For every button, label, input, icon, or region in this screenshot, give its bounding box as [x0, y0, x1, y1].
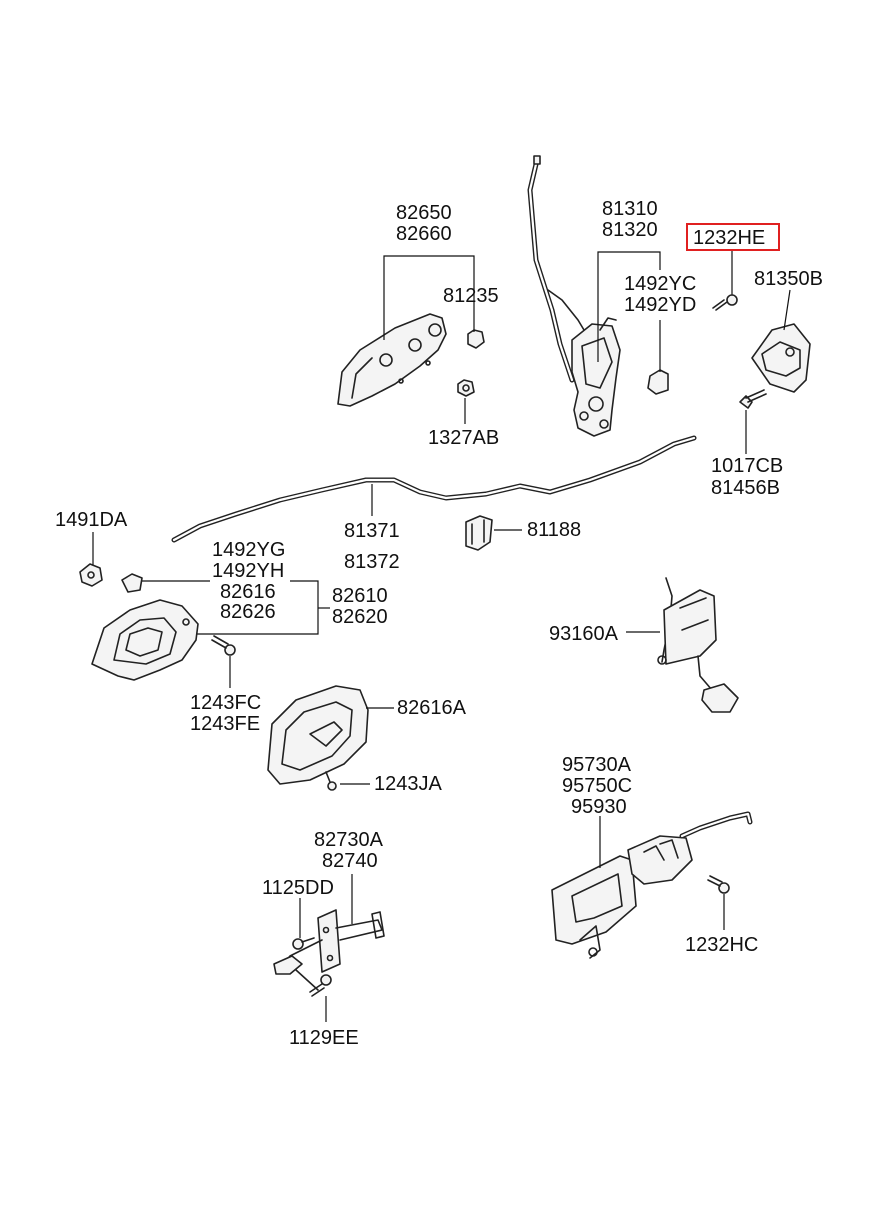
- label-1327AB: 1327AB: [428, 427, 499, 449]
- label-81310: 81310: [602, 198, 658, 220]
- label-82616: 82616: [220, 581, 276, 603]
- label-82616A: 82616A: [397, 697, 467, 719]
- label-93160A: 93160A: [549, 623, 619, 645]
- bolt-1125DD-drawing: [292, 937, 315, 950]
- label-1492YG: 1492YG: [212, 539, 285, 561]
- screw-1243FC-drawing: [211, 635, 236, 656]
- bolt-1129EE-drawing: [309, 974, 332, 997]
- label-82740: 82740: [322, 850, 378, 872]
- door-checker-drawing: [273, 909, 385, 991]
- leader-82650: [383, 255, 475, 340]
- label-1017CB: 1017CB: [711, 455, 783, 477]
- screw-1232HC-drawing: [707, 875, 730, 894]
- label-95930: 95930: [571, 796, 627, 818]
- label-1243FE: 1243FE: [190, 713, 260, 735]
- label-82626: 82626: [220, 601, 276, 623]
- label-1492YD: 1492YD: [624, 294, 696, 316]
- actuator-93160A-drawing: [657, 577, 739, 713]
- label-95750C: 95750C: [562, 775, 632, 797]
- bolt-81235-drawing: [467, 329, 485, 349]
- label-1129EE: 1129EE: [289, 1027, 359, 1049]
- inside-handle-housing-drawing: [91, 599, 199, 681]
- label-1125DD: 1125DD: [262, 877, 334, 899]
- label-1232HC: 1232HC: [685, 934, 758, 956]
- handle-bezel-drawing: [267, 685, 369, 785]
- label-82620: 82620: [332, 606, 388, 628]
- label-82650: 82650: [396, 202, 452, 224]
- label-81456B: 81456B: [711, 477, 780, 499]
- label-82730A: 82730A: [314, 829, 384, 851]
- label-81371: 81371: [344, 520, 400, 542]
- label-1492YC: 1492YC: [624, 273, 696, 295]
- grommet-1491DA-drawing: [79, 563, 103, 587]
- label-81372: 81372: [344, 551, 400, 573]
- label-81350B: 81350B: [754, 268, 823, 290]
- door-latch-drawing: [571, 317, 621, 437]
- label-1492YH: 1492YH: [212, 560, 284, 582]
- label-81188: 81188: [527, 519, 581, 541]
- screw-1017CB-drawing: [739, 389, 767, 409]
- long-rod-drawing: [171, 435, 697, 543]
- label-1243JA: 1243JA: [374, 773, 442, 795]
- label-95730A: 95730A: [562, 754, 632, 776]
- screw-1232HE-drawing: [712, 294, 738, 311]
- clip-1492YC-drawing: [647, 369, 669, 395]
- screw-1243JA-drawing: [325, 771, 337, 791]
- label-81235: 81235: [443, 285, 499, 307]
- label-82660: 82660: [396, 223, 452, 245]
- label-1243FC: 1243FC: [190, 692, 261, 714]
- outside-handle-drawing: [337, 313, 447, 407]
- label-81320: 81320: [602, 219, 658, 241]
- striker-drawing: [751, 323, 811, 393]
- label-1491DA: 1491DA: [55, 509, 128, 531]
- highlight-box-1232HE: [686, 223, 780, 251]
- door-lock-actuator-drawing: [551, 811, 753, 959]
- leader-81310: [597, 251, 661, 362]
- clip-1492YG-drawing: [121, 573, 143, 593]
- label-82610: 82610: [332, 585, 388, 607]
- nut-1327AB-drawing: [457, 379, 475, 397]
- label-1232HE: 1232HE: [693, 227, 765, 249]
- leader-81350B: [783, 289, 791, 331]
- clip-81188-drawing: [465, 515, 493, 551]
